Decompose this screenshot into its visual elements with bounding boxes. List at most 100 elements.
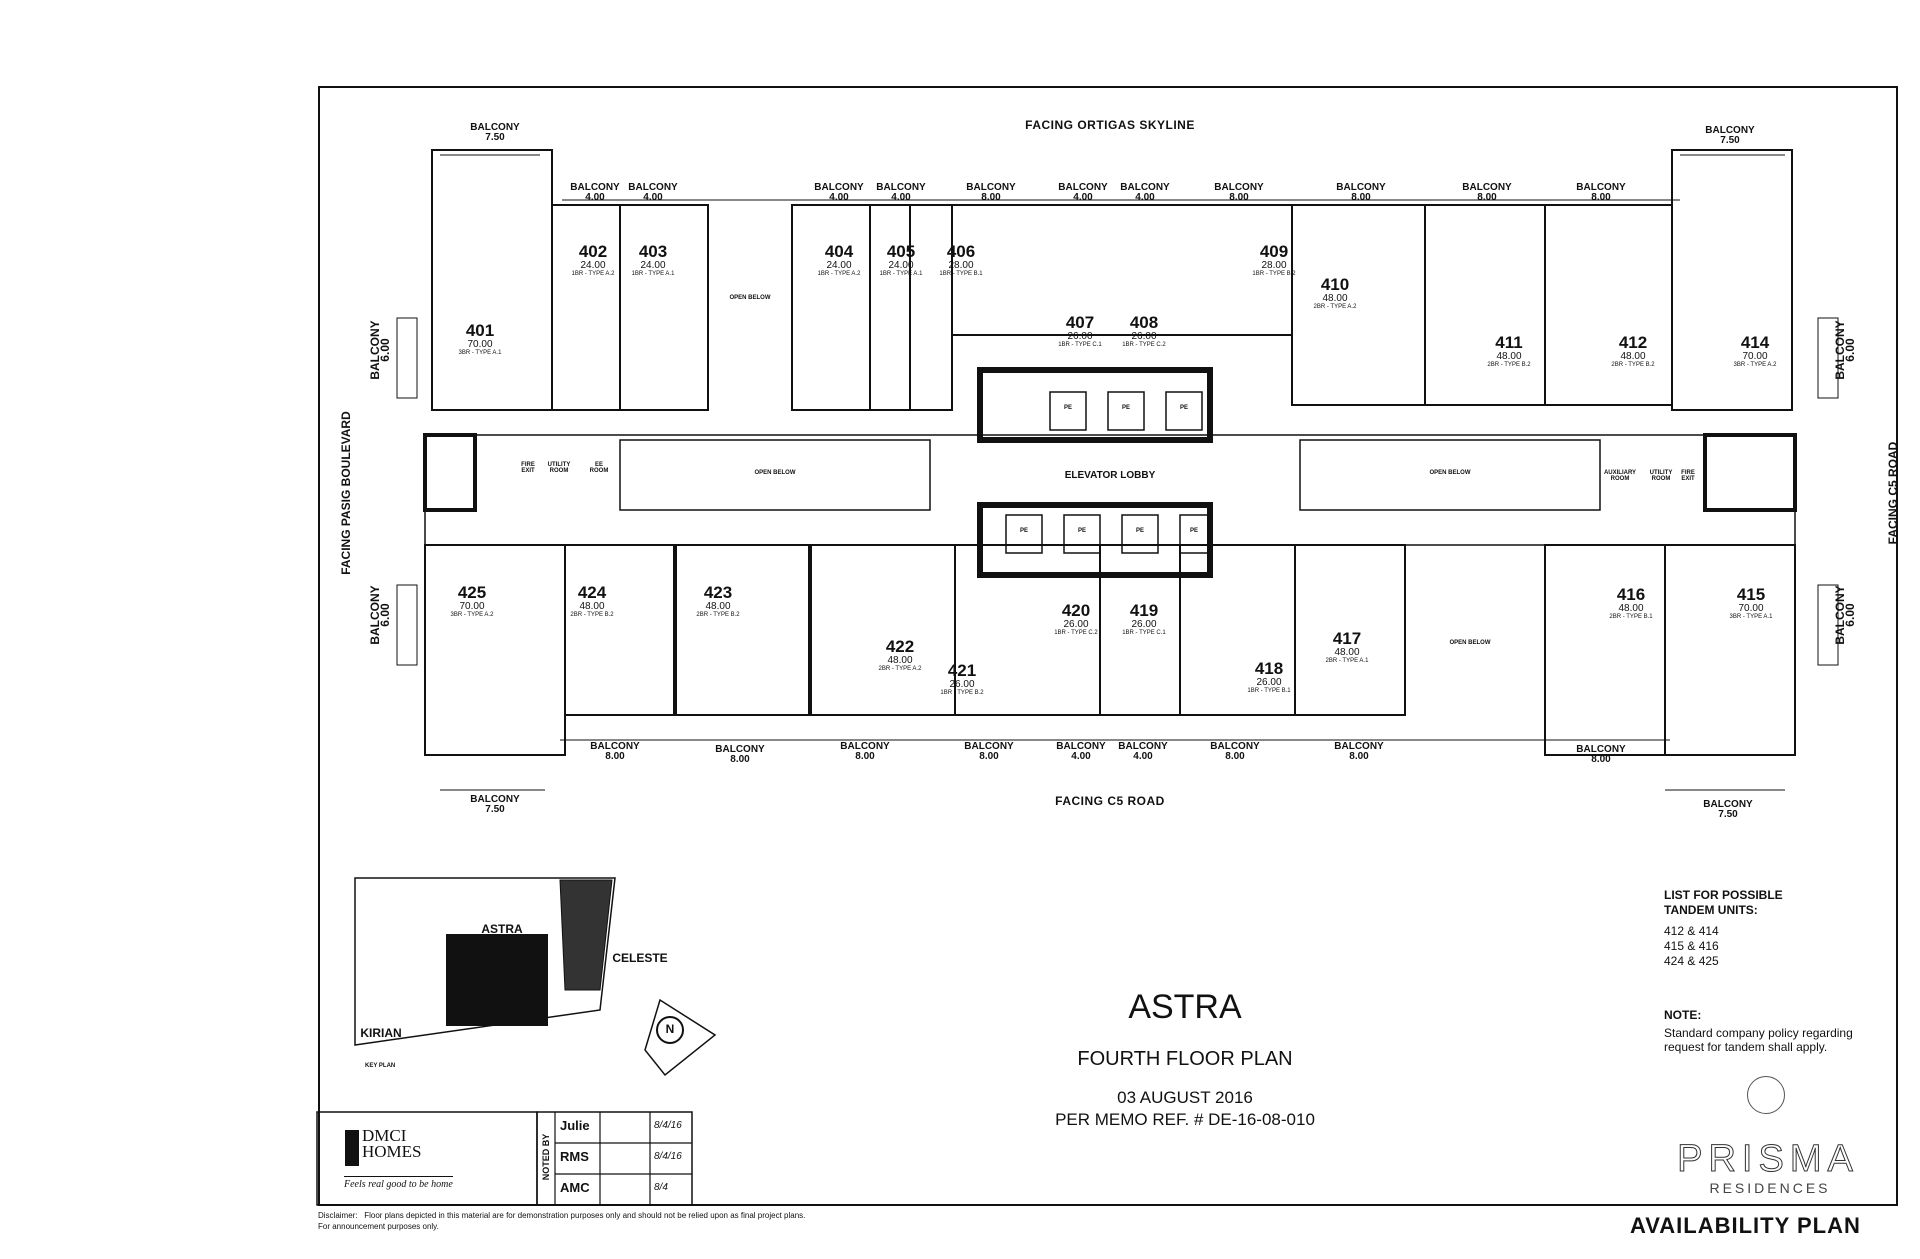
unit-number: 408 [1129,313,1159,332]
balcony-bottom-row: BALCONY 8.00 [1576,744,1626,765]
balcony-bottom-row: BALCONY 8.00 [840,741,890,762]
balcony-top-left: BALCONY 7.50 [470,122,520,143]
unit-area: 70.00 [459,601,485,612]
unit-type: 3BR - TYPE A.1 [1729,614,1773,620]
unit-number: 425 [457,583,487,602]
balcony-top-row: BALCONY 4.00 [876,182,926,203]
unit-area: 28.00 [1261,260,1287,271]
unit-outline-404-406 [791,204,953,411]
balcony-top-row: BALCONY 8.00 [1336,182,1386,203]
elevator-core-upper [977,367,1213,443]
balcony-top-row: BALCONY 4.00 [628,182,678,203]
balcony-top-row: BALCONY 8.00 [1576,182,1626,203]
dmci-company: DMCI HOMES [362,1126,422,1161]
balcony-top-row: BALCONY 8.00 [966,182,1016,203]
unit-type: 3BR - TYPE A.2 [450,612,494,618]
balcony-top-row: BALCONY 4.00 [1058,182,1108,203]
noted-by-date: 8/4/16 [654,1151,682,1162]
unit-type: 2BR - TYPE B.2 [570,612,614,618]
tandem-item: 424 & 425 [1664,954,1719,968]
noted-by-date: 8/4/16 [654,1120,682,1131]
noted-by-label: NOTED BY [541,1133,551,1181]
key-plan-caption: KEY PLAN [365,1063,396,1069]
balcony-right-upper: BALCONY 6.00 [1833,320,1857,380]
unit-type: 2BR - TYPE A.2 [1313,304,1357,310]
unit-type: 1BR - TYPE C.2 [1054,630,1098,636]
unit-area: 48.00 [1496,351,1522,362]
balcony-bottom-row: BALCONY 4.00 [1056,741,1106,762]
unit-type: 1BR - TYPE A.1 [879,271,923,277]
pe-label: PE [1019,528,1028,534]
north-icon: N [665,1022,675,1036]
elevator-lobby-label: ELEVATOR LOBBY [1064,470,1156,481]
facing-bottom-label: FACING C5 ROAD [1055,794,1165,808]
prisma-brand-sub: RESIDENCES [1709,1180,1831,1196]
note-heading: NOTE: [1664,1008,1702,1022]
unit-type: 1BR - TYPE B.2 [1252,271,1296,277]
unit-type: 1BR - TYPE B.1 [1247,688,1291,694]
note-text: Standard company policy regarding reques… [1664,1026,1853,1054]
unit-area: 48.00 [887,655,913,666]
unit-type: 1BR - TYPE C.2 [1122,342,1166,348]
balcony-right-lower: BALCONY 6.00 [1833,585,1857,645]
unit-area: 48.00 [579,601,605,612]
fire-exit-right-label: FIRE EXIT [1681,470,1695,482]
unit-type: 1BR - TYPE A.2 [817,271,861,277]
balcony-top-row: BALCONY 8.00 [1214,182,1264,203]
unit-outline-415-416 [1544,544,1796,756]
unit-area: 24.00 [826,260,852,271]
drawing-frame [318,86,1898,1206]
utility-room-left-label: UTILITY ROOM [547,462,571,474]
unit-number: 424 [577,583,607,602]
corridor [424,434,1796,546]
tandem-heading: LIST FOR POSSIBLE TANDEM UNITS: [1664,888,1783,917]
unit-area: 26.00 [1063,619,1089,630]
balcony-top-row: BALCONY 8.00 [1462,182,1512,203]
ee-room-label: EE ROOM [589,462,609,474]
dmci-logo-icon [345,1130,359,1166]
key-plan-astra-label: ASTRA [481,922,523,936]
project-title: ASTRA [1128,988,1242,1026]
stair-right [1703,433,1797,512]
stair-left [423,433,477,512]
unit-area: 70.00 [1738,603,1764,614]
unit-type: 1BR - TYPE A.2 [571,271,615,277]
pe-label: PE [1179,405,1188,411]
unit-number: 404 [824,242,854,261]
tandem-item: 412 & 414 [1664,924,1719,938]
open-below-top-label: OPEN BELOW [729,295,771,301]
open-below-left [619,439,931,511]
noted-by-date: 8/4 [654,1182,668,1193]
unit-area: 26.00 [1131,619,1157,630]
unit-type: 2BR - TYPE B.1 [1609,614,1653,620]
tandem-list: 412 & 414 415 & 416 424 & 425 [1664,924,1719,969]
dmci-tagline: Feels real good to be home [344,1176,453,1190]
key-plan-celeste-label: CELESTE [612,951,668,965]
balcony-left-upper: BALCONY 6.00 [368,320,392,380]
